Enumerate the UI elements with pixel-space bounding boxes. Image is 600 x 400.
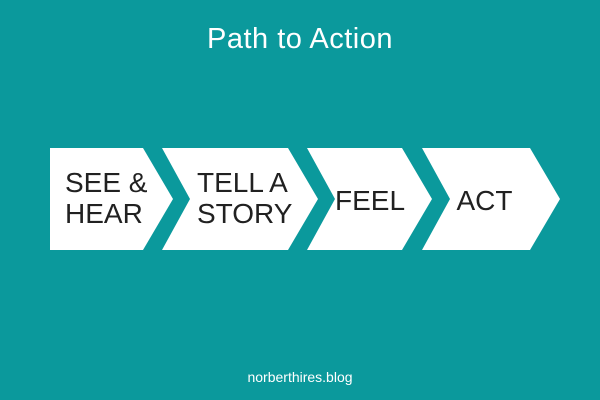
chevron-arrow-3-shape xyxy=(307,148,432,250)
chevron-arrow-1-shape xyxy=(50,148,173,250)
step-label-see-hear: SEE & HEAR xyxy=(65,167,147,229)
footer-blog-name: norberthires.blog xyxy=(247,369,353,385)
chevron-arrow-2-shape xyxy=(162,148,318,250)
step-label-tell-a-story: TELL A STORY xyxy=(197,167,292,229)
diagram-title: Path to Action xyxy=(207,23,393,55)
chevron-arrow-4-shape xyxy=(422,148,560,250)
step-label-line: ACT xyxy=(456,185,513,216)
step-label-line: TELL A xyxy=(197,167,288,198)
step-label-line: FEEL xyxy=(334,185,406,216)
step-label-line: SEE & xyxy=(65,167,148,198)
step-label-feel: FEEL xyxy=(307,185,433,216)
step-label-line: STORY xyxy=(197,198,293,229)
step-label-line: HEAR xyxy=(65,198,143,229)
step-label-act: ACT xyxy=(422,185,547,216)
